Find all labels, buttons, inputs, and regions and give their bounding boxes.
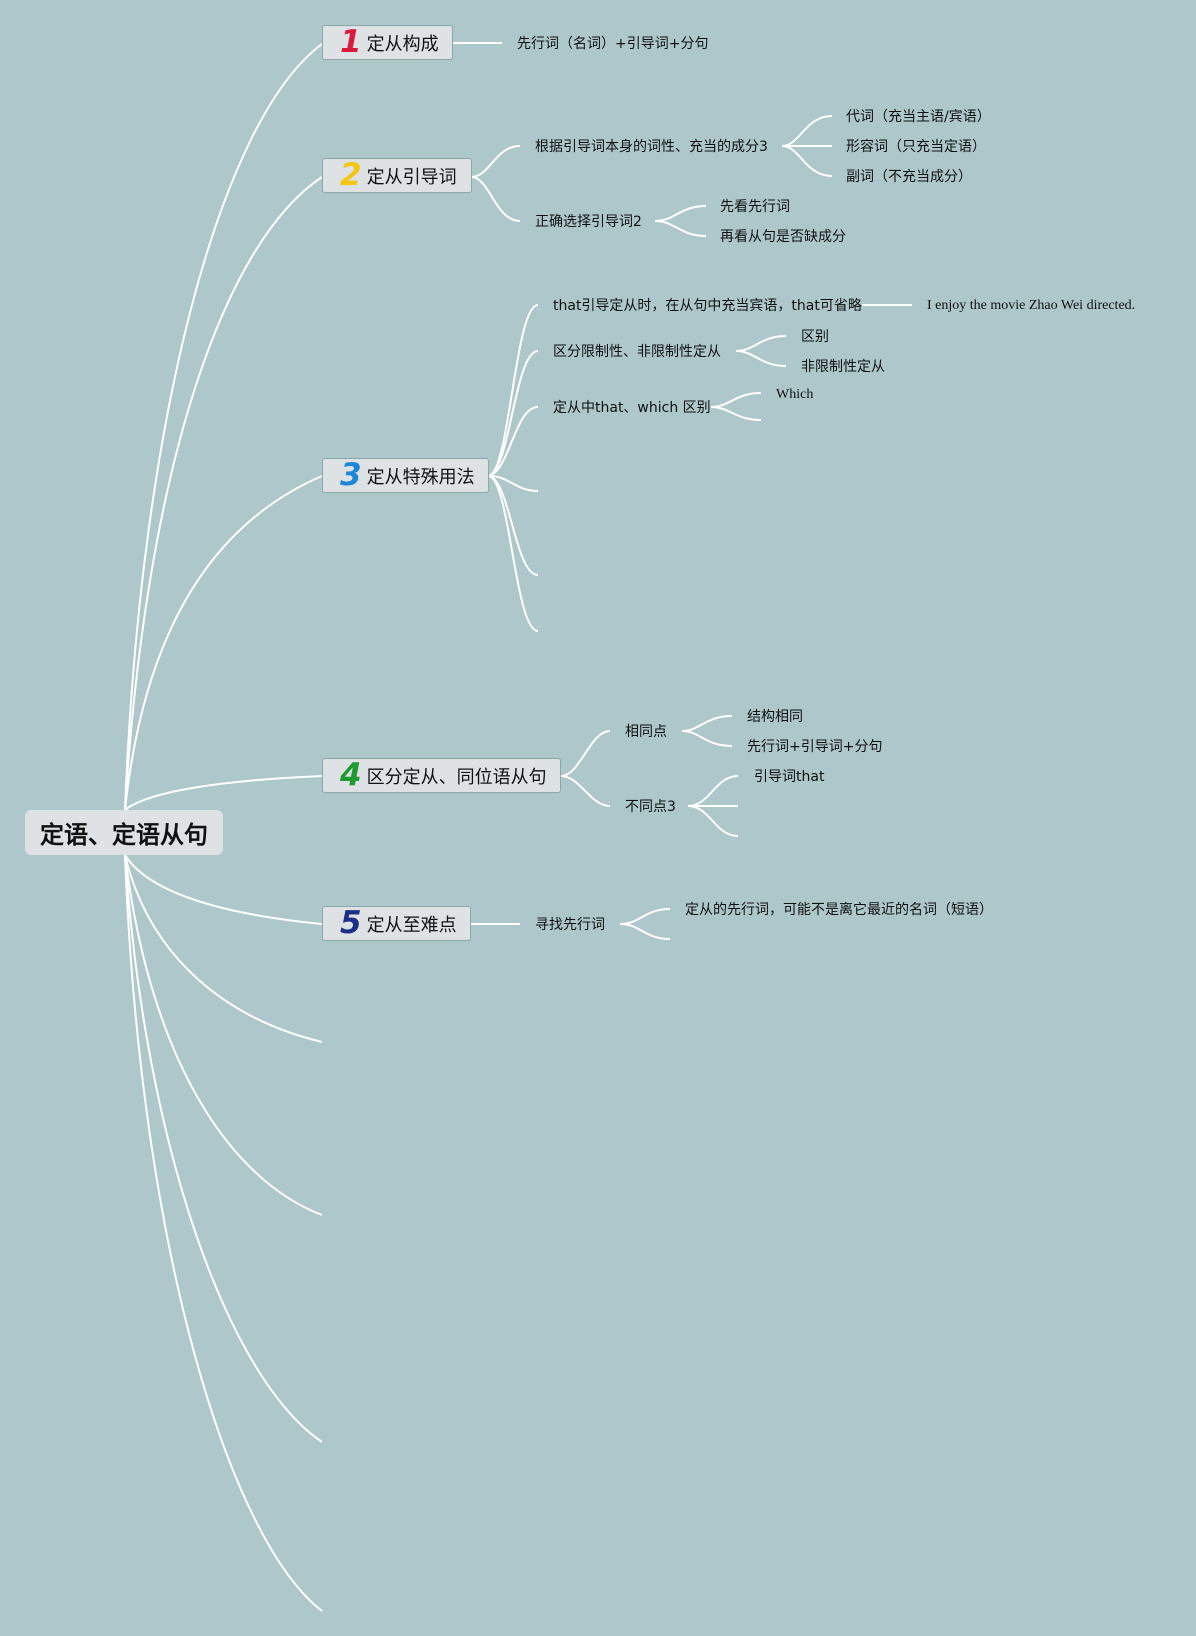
link-root-topic1: [124, 43, 323, 811]
link-root-empty1: [124, 854, 323, 1043]
node-2-1-2[interactable]: 形容词（只充当定语）: [846, 139, 986, 155]
node-3-3[interactable]: 定从中that、which 区别: [553, 400, 711, 416]
topic-2[interactable]: 2 定从引导词: [322, 158, 472, 193]
root-topic[interactable]: 定语、定语从句: [25, 810, 223, 855]
node-2-1-3[interactable]: 副词（不充当成分）: [846, 169, 972, 185]
node-2-2-1[interactable]: 先看先行词: [720, 199, 790, 215]
topic-number-4: 4: [340, 757, 362, 793]
topic-4[interactable]: 4 区分定从、同位语从句: [322, 758, 561, 793]
node-4-2-1[interactable]: 引导词that: [754, 769, 825, 785]
topic-1[interactable]: 1 定从构成: [322, 25, 453, 60]
node-1-1[interactable]: 先行词（名词）+引导词+分句: [517, 36, 709, 52]
topic-label-5: 定从至难点: [366, 914, 457, 936]
topic-label-1: 定从构成: [366, 33, 439, 55]
node-2-1-1[interactable]: 代词（充当主语/宾语）: [846, 109, 991, 125]
node-3-2-2[interactable]: 非限制性定从: [801, 359, 885, 375]
node-3-1[interactable]: that引导定从时，在从句中充当宾语，that可省略: [553, 298, 862, 314]
topic-5[interactable]: 5 定从至难点: [322, 906, 471, 941]
topic-number-5: 5: [340, 905, 362, 941]
link-root-topic3: [124, 475, 323, 811]
link-root-topic2: [124, 176, 323, 811]
node-5-1[interactable]: 寻找先行词: [535, 917, 605, 933]
node-3-2-1[interactable]: 区别: [801, 329, 829, 345]
topic-3[interactable]: 3 定从特殊用法: [322, 458, 489, 493]
node-4-2[interactable]: 不同点3: [625, 799, 676, 815]
node-4-1[interactable]: 相同点: [625, 724, 667, 740]
node-4-1-2[interactable]: 先行词+引导词+分句: [747, 739, 883, 755]
node-3-3-1[interactable]: Which: [776, 387, 814, 402]
node-2-2-2[interactable]: 再看从句是否缺成分: [720, 229, 846, 245]
node-5-1-1[interactable]: 定从的先行词，可能不是离它最近的名词（短语）: [685, 902, 993, 918]
topic-number-1: 1: [340, 24, 362, 60]
topic-label-2: 定从引导词: [366, 166, 457, 188]
link-root-empty4: [124, 854, 323, 1612]
node-2-1[interactable]: 根据引导词本身的词性、充当的成分3: [535, 139, 768, 155]
link-root-empty2: [124, 854, 323, 1216]
topic-number-3: 3: [340, 457, 362, 493]
link-root-topic5: [124, 854, 323, 925]
node-2-2[interactable]: 正确选择引导词2: [535, 214, 642, 230]
topic-number-2: 2: [340, 157, 362, 193]
link-root-empty3: [124, 854, 323, 1443]
topic-label-3: 定从特殊用法: [366, 466, 475, 488]
topic-label-4: 区分定从、同位语从句: [366, 766, 547, 788]
node-3-1-1[interactable]: I enjoy the movie Zhao Wei directed.: [927, 298, 1136, 313]
node-4-1-1[interactable]: 结构相同: [747, 709, 803, 725]
node-3-2[interactable]: 区分限制性、非限制性定从: [553, 344, 721, 360]
root-label: 定语、定语从句: [40, 821, 208, 849]
link-root-topic4: [124, 775, 323, 811]
